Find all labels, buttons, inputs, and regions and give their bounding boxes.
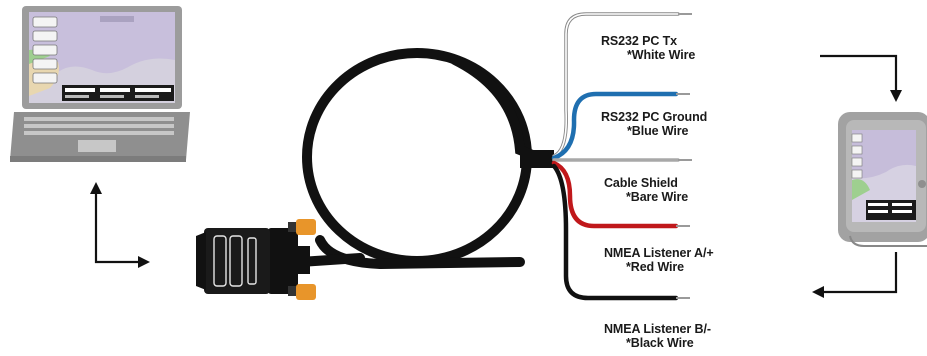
- wire-blue: [551, 91, 679, 161]
- wire-label-bare: Cable Shield *Bare Wire: [604, 176, 688, 204]
- wire-label-white: RS232 PC Tx *White Wire: [601, 34, 695, 62]
- cable-breakout-sleeve: [520, 150, 554, 168]
- arrow-out-of-device: [822, 252, 898, 294]
- wire-label-blue: RS232 PC Ground *Blue Wire: [601, 110, 707, 138]
- wire-tips: [676, 13, 692, 299]
- wire-color-note: *White Wire: [627, 48, 696, 62]
- wire-color-note: *Red Wire: [626, 260, 685, 274]
- wire-label-red: NMEA Listener A/+ *Red Wire: [604, 246, 714, 274]
- wire-name: RS232 PC Tx: [601, 34, 678, 48]
- arrow-in-to-device: [820, 54, 898, 92]
- arrow-head-down-icon: [890, 90, 902, 102]
- wire-color-note: *Bare Wire: [626, 190, 689, 204]
- wire-color-note: *Black Wire: [626, 336, 694, 350]
- laptop-icon: [10, 6, 190, 162]
- chartplotter-icon: [838, 112, 927, 247]
- wire-label-black: NMEA Listener B/- *Black Wire: [604, 322, 711, 350]
- wire-name: Cable Shield: [604, 176, 678, 190]
- wire-color-note: *Blue Wire: [627, 124, 689, 138]
- wire-black: [551, 163, 679, 301]
- cable-coil: [295, 48, 545, 270]
- arrow-head-left-icon: [812, 286, 824, 298]
- wire-name: NMEA Listener B/-: [604, 322, 711, 336]
- arrow-head-up-icon: [90, 182, 102, 194]
- bidirectional-arrow-left: [94, 190, 140, 264]
- wire-name: RS232 PC Ground: [601, 110, 708, 124]
- db9-connector-icon: [196, 219, 316, 300]
- wire-white: [552, 12, 680, 158]
- wire-name: NMEA Listener A/+: [604, 246, 714, 260]
- wire-red: [551, 160, 679, 229]
- arrow-head-right-icon: [138, 256, 150, 268]
